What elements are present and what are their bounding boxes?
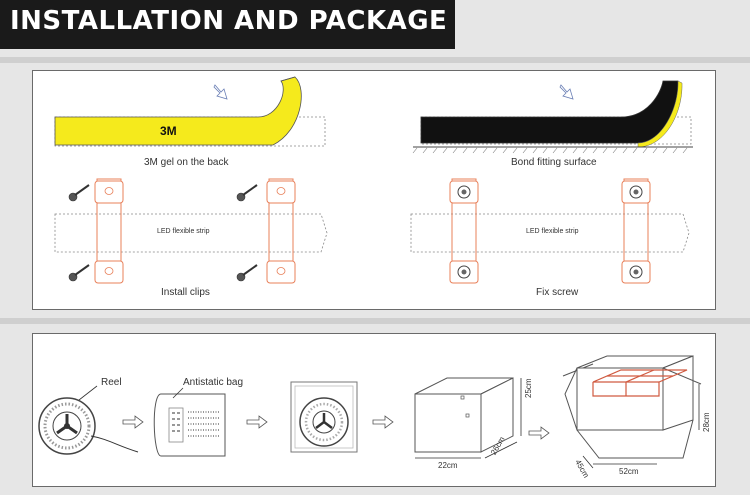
divider-middle [0, 318, 750, 324]
small-box-height: 25cm [524, 378, 533, 398]
clip-install-illustration [54, 178, 328, 284]
screw-caption: Fix screw [536, 287, 579, 298]
package-panel: Reel Antistatic bag 25cm 26cm 22cm 28cm … [32, 333, 716, 487]
tape-label: 3M [160, 124, 177, 138]
large-box-height: 28cm [702, 412, 711, 432]
small-box-width: 22cm [438, 461, 458, 470]
page-title: INSTALLATION AND PACKAGE [10, 6, 448, 36]
carton-large-illustration [562, 355, 702, 469]
clips-caption: Install clips [161, 287, 210, 298]
carton-small-illustration [414, 377, 522, 459]
antistatic-bag-label: Antistatic bag [183, 377, 244, 388]
boxed-reel-illustration [290, 381, 358, 453]
strip-label-right: LED flexible strip [526, 228, 579, 235]
reel-label: Reel [101, 377, 122, 388]
divider-top [0, 57, 750, 63]
antistatic-bag-illustration [153, 387, 226, 457]
bond-caption: Bond fitting surface [511, 157, 597, 168]
large-box-width: 52cm [619, 467, 639, 476]
package-diagram [38, 355, 702, 469]
bond-illustration [412, 80, 693, 154]
header-bar: INSTALLATION AND PACKAGE [0, 0, 455, 49]
screw-fix-illustration [410, 178, 690, 284]
strip-label-left: LED flexible strip [157, 228, 210, 235]
tape-peel-illustration [54, 76, 326, 147]
gel-caption: 3M gel on the back [144, 157, 229, 168]
installation-diagram [54, 76, 693, 284]
reel-illustration [38, 385, 139, 455]
installation-panel: 3M 3M gel on the back Bond fitting surfa… [32, 70, 716, 310]
